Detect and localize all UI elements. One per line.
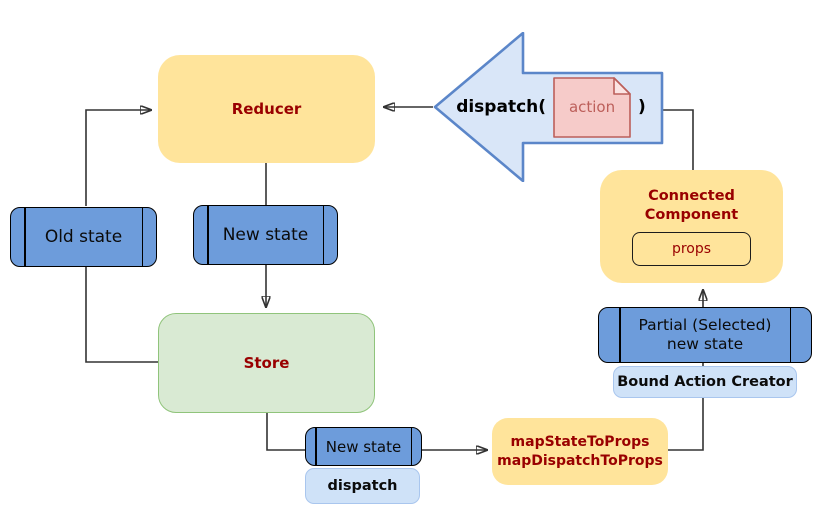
dispatch-label-node: dispatch [305, 468, 420, 504]
connected-component-label: Connected Component [644, 187, 739, 223]
connector-connected-component-to-dispatch [663, 109, 694, 170]
note-shape-icon [553, 76, 631, 138]
props-node: props [632, 232, 751, 267]
old-state-node: Old state [10, 207, 157, 267]
map-props-label: mapStateToProps mapDispatchToProps [497, 433, 663, 469]
store-label: Store [243, 354, 290, 372]
store-node: Store [158, 313, 375, 413]
new-state-top-node: New state [193, 205, 338, 265]
dispatch-call-prefix: dispatch( [456, 97, 547, 117]
action-label: action [568, 98, 616, 116]
old-state-label: Old state [44, 227, 123, 247]
partial-new-state-node: Partial (Selected) new state [598, 307, 812, 363]
new-state-top-label: New state [222, 225, 309, 245]
left-arrow-shape-icon [433, 32, 664, 182]
bound-action-creator-node: Bound Action Creator [613, 366, 797, 398]
props-label: props [671, 241, 712, 258]
new-state-bottom-node: New state [305, 427, 422, 466]
reducer-node: Reducer [158, 55, 375, 163]
action-note-icon: action [553, 76, 631, 138]
partial-new-state-label: Partial (Selected) new state [638, 315, 772, 353]
reducer-label: Reducer [231, 100, 302, 118]
dispatch-call-suffix: ) [638, 97, 646, 117]
dispatch-label: dispatch [327, 478, 398, 494]
connector-old-state-to-store [85, 267, 158, 363]
dispatch-action-arrow: dispatch( action ) [433, 32, 665, 182]
dispatch-arrow-content: dispatch( action ) [441, 72, 661, 142]
map-props-node: mapStateToProps mapDispatchToProps [492, 418, 668, 485]
bound-action-creator-label: Bound Action Creator [617, 374, 793, 390]
connector-old-state-to-reducer [85, 110, 150, 206]
connected-component-node: Connected Component props [600, 170, 783, 283]
new-state-bottom-label: New state [325, 437, 402, 456]
